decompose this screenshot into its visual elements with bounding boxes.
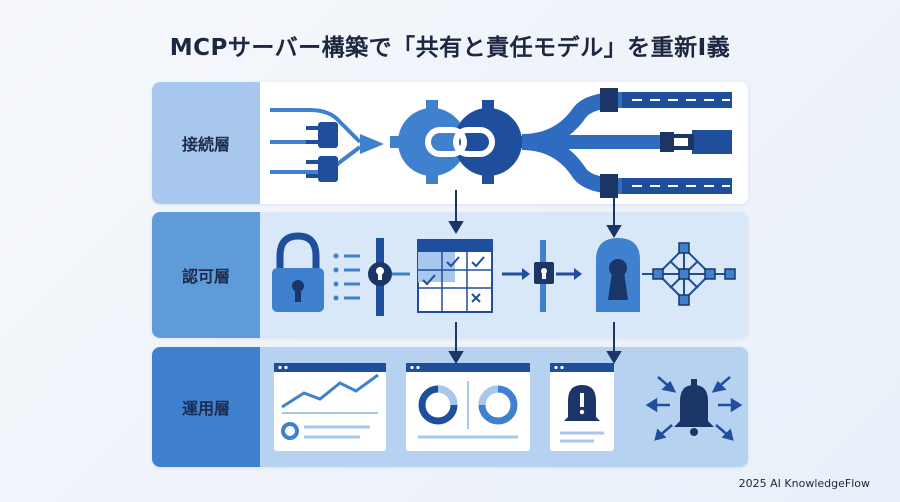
gear-icon <box>390 100 530 184</box>
key-lock-icon <box>534 240 582 312</box>
copyright-footer: 2025 AI KnowledgeFlow <box>738 477 870 490</box>
authorization-layer-label: 認可層 <box>152 212 260 338</box>
list-lines-icon <box>333 253 360 301</box>
cable-icon <box>521 88 732 198</box>
keyhole-icon <box>368 238 410 316</box>
bell-icon <box>645 376 743 441</box>
network-icon <box>642 242 736 306</box>
grid-table-icon <box>417 239 493 313</box>
authorization-layer: 認可層 <box>152 212 748 338</box>
authorization-layer-content <box>260 212 748 338</box>
keyhole-shield-icon <box>596 238 640 312</box>
alert-bell-icon <box>550 363 614 451</box>
padlock-icon <box>272 232 324 312</box>
operations-layer-label: 運用層 <box>152 347 260 467</box>
connection-layer-content <box>260 82 748 204</box>
arrow-right-icon <box>502 268 530 280</box>
link-icon <box>425 127 495 157</box>
line-chart-icon <box>274 363 386 451</box>
connection-layer-label: 接続層 <box>152 82 260 204</box>
connection-layer: 接続層 <box>152 82 748 204</box>
donut-chart-icon <box>406 363 530 451</box>
plug-icon <box>270 108 384 182</box>
operations-layer-content <box>260 347 748 467</box>
operations-layer: 運用層 <box>152 347 748 467</box>
page-title: MCPサーバー構築で「共有と責任モデル」を重新I義 <box>169 35 731 61</box>
